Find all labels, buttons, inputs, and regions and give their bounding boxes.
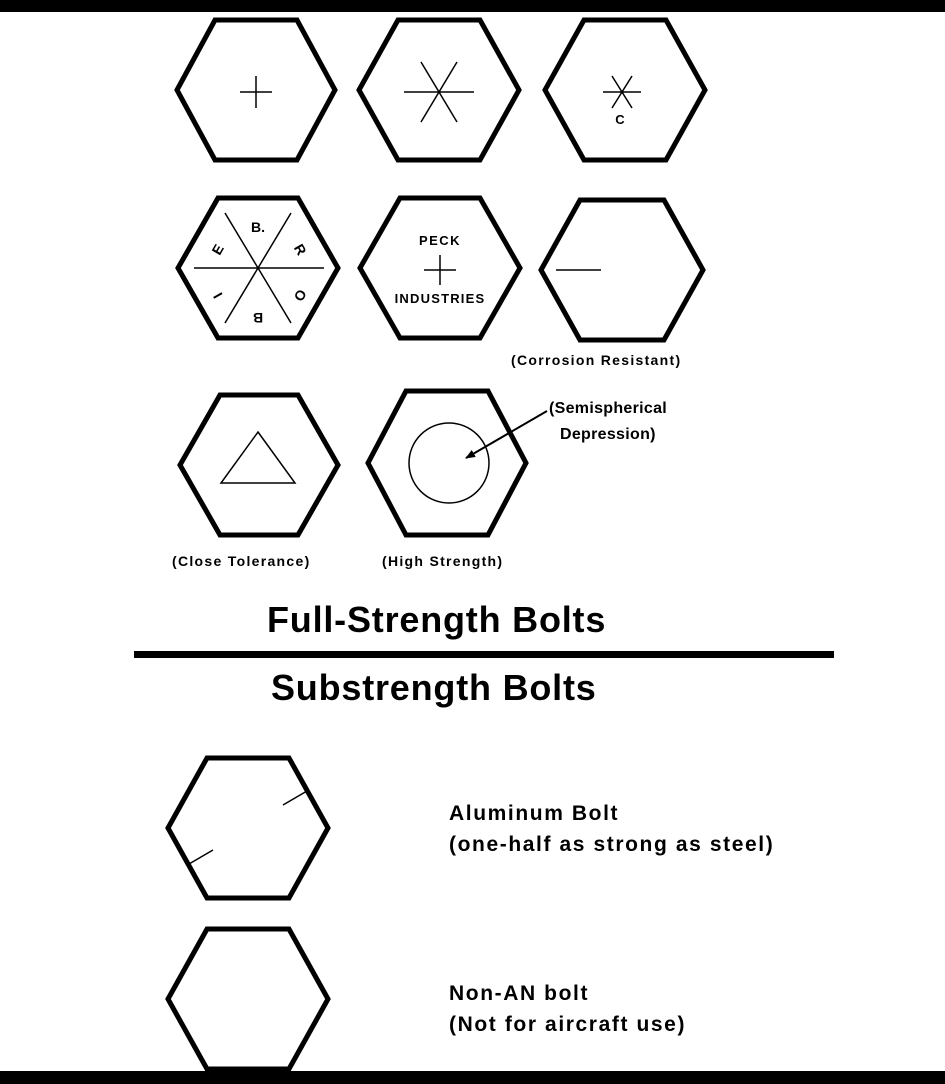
substrength-heading: Substrength Bolts bbox=[271, 667, 597, 708]
high-strength-caption: (High Strength) bbox=[382, 553, 504, 569]
section-divider bbox=[134, 651, 834, 658]
non-an-bolt-title: Non-AN bolt bbox=[449, 982, 590, 1005]
radial-c-bolt-head: C bbox=[542, 17, 708, 163]
bierob-letter-e: E bbox=[208, 241, 227, 257]
top-border bbox=[0, 0, 945, 12]
c-mark-letter: C bbox=[615, 112, 625, 127]
peck-bottom-text: INDUSTRIES bbox=[395, 291, 486, 306]
single-dash-bolt-head bbox=[538, 197, 706, 343]
triangle-bolt-head bbox=[177, 392, 341, 538]
circle-depression-bolt-head bbox=[365, 388, 548, 538]
semispherical-caption-line2: Depression) bbox=[560, 426, 656, 443]
aluminum-bolt-head bbox=[165, 755, 331, 901]
bottom-border bbox=[0, 1071, 945, 1084]
non-an-bolt-description: Non-AN bolt (Not for aircraft use) bbox=[449, 978, 686, 1040]
bierob-bolt-head: B. R O B I E bbox=[175, 195, 341, 341]
aluminum-bolt-description: Aluminum Bolt (one-half as strong as ste… bbox=[449, 798, 774, 860]
close-tolerance-caption: (Close Tolerance) bbox=[172, 553, 311, 569]
plain-cross-bolt-head bbox=[174, 17, 338, 163]
corrosion-resistant-caption: (Corrosion Resistant) bbox=[511, 352, 682, 368]
non-an-bolt-head bbox=[165, 926, 331, 1072]
peck-top-text: PECK bbox=[419, 233, 461, 248]
semispherical-caption-line1: (Semispherical bbox=[549, 400, 668, 417]
full-strength-heading: Full-Strength Bolts bbox=[267, 599, 607, 640]
aluminum-bolt-note: (one-half as strong as steel) bbox=[449, 833, 775, 856]
bierob-letter-o: O bbox=[291, 287, 310, 305]
bierob-letter-r: R bbox=[291, 241, 310, 258]
depression-arrow bbox=[465, 410, 548, 459]
bierob-letter-b-top: B. bbox=[251, 219, 265, 235]
bierob-letter-b-bottom: B bbox=[253, 310, 263, 326]
peck-industries-bolt-head: PECK INDUSTRIES bbox=[357, 195, 523, 341]
non-an-bolt-note: (Not for aircraft use) bbox=[449, 1013, 687, 1036]
bierob-letter-i: I bbox=[210, 290, 226, 301]
six-radial-dash-bolt-head bbox=[356, 17, 522, 163]
aluminum-bolt-title: Aluminum Bolt bbox=[449, 802, 620, 825]
